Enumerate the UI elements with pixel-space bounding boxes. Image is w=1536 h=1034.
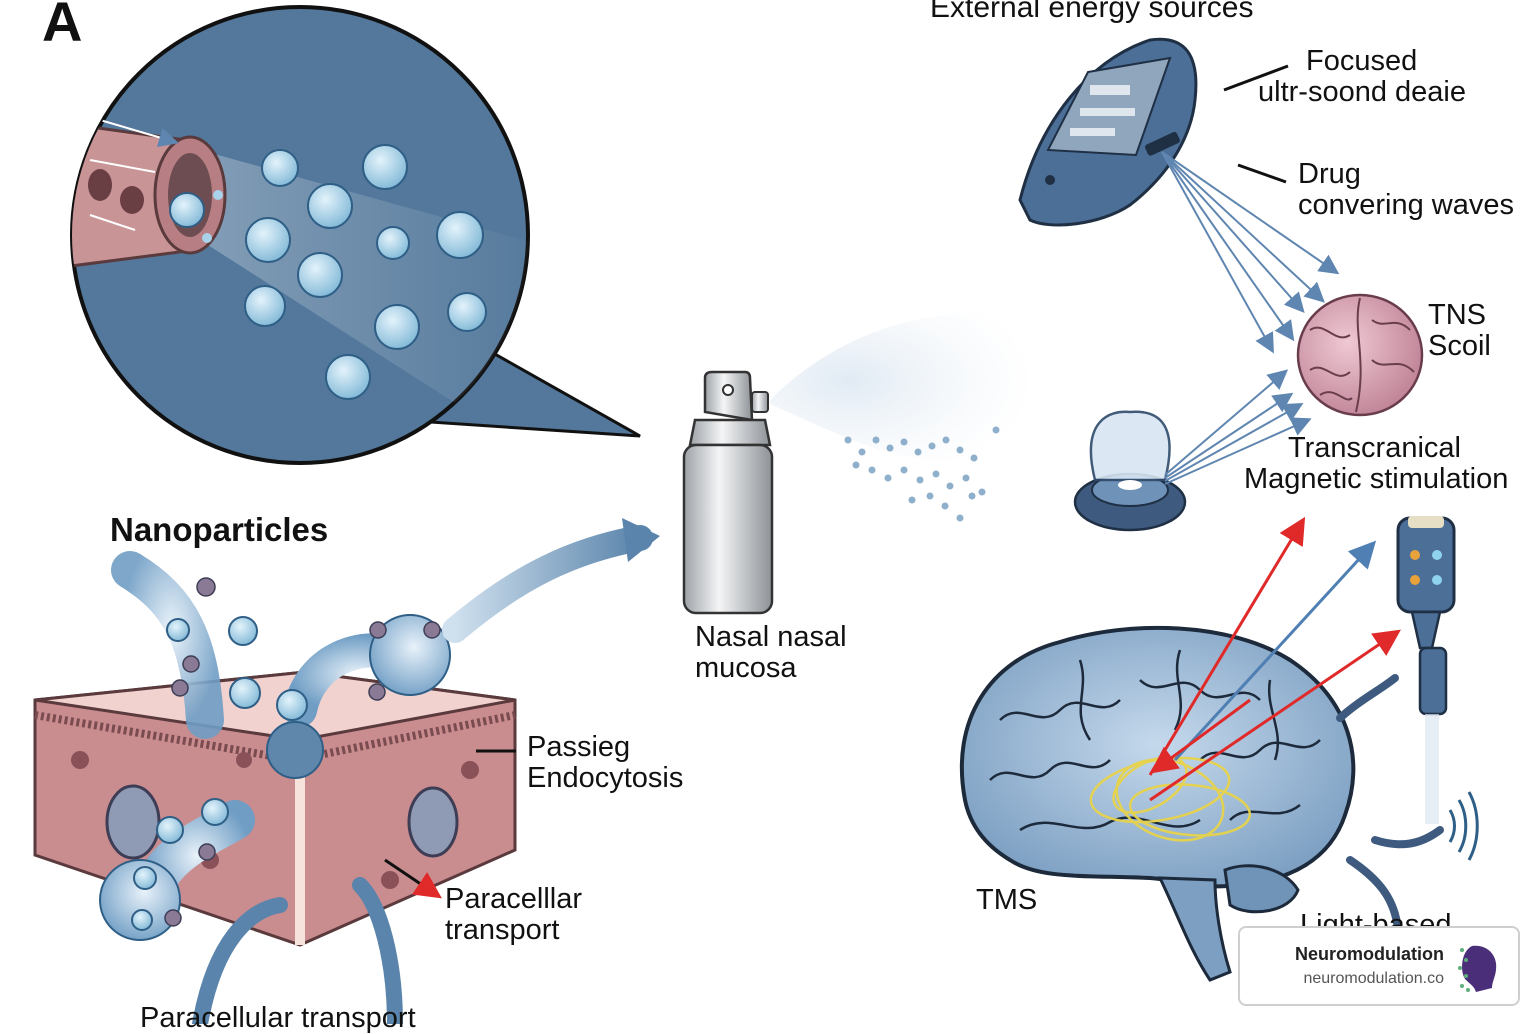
ultrasound-device xyxy=(1018,37,1198,227)
tns-brain xyxy=(1296,293,1424,417)
mist-droplet xyxy=(962,474,970,482)
pointer-line-paracellular xyxy=(384,858,442,899)
tns-label: TNS Scoil xyxy=(1428,299,1491,363)
nasal-mucosa-label: Nasal nasal mucosa xyxy=(695,621,847,685)
endocytosis-label-line2: Endocytosis xyxy=(527,762,684,795)
mist-droplet xyxy=(868,466,876,474)
paracellular-label: Paracelllar transport xyxy=(445,883,582,947)
mist-droplet xyxy=(916,476,924,484)
nasal-spray-bottle xyxy=(682,370,774,615)
pointer-line-waves xyxy=(1237,163,1287,184)
nasal-label-line1: Nasal nasal xyxy=(695,621,847,653)
nanoparticles-title: Nanoparticles xyxy=(110,511,329,548)
spray-mist xyxy=(770,313,1035,462)
stimulation-arrows xyxy=(1148,516,1401,802)
mist-droplet xyxy=(968,492,976,500)
waves-label: Drug convering waves xyxy=(1298,158,1514,222)
endocytosis-label: Passieg Endocytosis xyxy=(527,731,684,795)
waves-label-line2: convering waves xyxy=(1298,189,1514,222)
paracellular-transport-bottom-label: Paracellular transport xyxy=(140,1002,416,1034)
mist-droplet xyxy=(992,426,1000,434)
mist-droplets xyxy=(844,426,1000,522)
ultrasound-label: Focused ultr-soond deaie xyxy=(1258,45,1466,109)
mist-droplet xyxy=(872,436,880,444)
paracellular-label-line1: Paracelllar xyxy=(445,883,582,915)
ultrasound-beams xyxy=(1161,151,1340,354)
endocytosis-label-line1: Passieg xyxy=(527,731,631,763)
mist-droplet xyxy=(978,488,986,496)
mist-droplet xyxy=(908,496,916,504)
mist-droplet xyxy=(941,502,949,510)
mist-droplet xyxy=(900,438,908,446)
brain-tms-label: TMS xyxy=(976,884,1038,916)
mist-droplet xyxy=(946,482,954,490)
tms-label-line2: Magnetic stimulation xyxy=(1244,463,1509,496)
mist-droplet xyxy=(928,442,936,450)
magnified-view-bubble xyxy=(70,5,641,465)
mist-droplet xyxy=(886,444,894,452)
tns-label-line2: Scoil xyxy=(1428,330,1491,363)
watermark-url: neuromodulation.co xyxy=(1303,970,1444,987)
light-waves-icon xyxy=(1448,791,1479,861)
tms-label-line1: Transcranical xyxy=(1288,432,1461,464)
mist-droplet xyxy=(884,474,892,482)
mist-droplet xyxy=(932,470,940,478)
watermark-name: Neuromodulation xyxy=(1295,944,1444,964)
magnetic-coil-device xyxy=(1073,410,1187,532)
curved-arrows xyxy=(1336,674,1444,934)
tms-label: Transcranical Magnetic stimulation xyxy=(1244,432,1509,496)
mist-droplet xyxy=(900,466,908,474)
mist-droplet xyxy=(926,492,934,500)
nasal-label-line2: mucosa xyxy=(695,652,797,685)
epithelium-tissue xyxy=(33,551,517,1024)
mist-droplet xyxy=(858,448,866,456)
mist-droplet xyxy=(852,461,860,469)
tns-label-line1: TNS xyxy=(1428,299,1486,331)
ultrasound-label-line2: ultr-soond deaie xyxy=(1258,76,1466,109)
ultrasound-label-line1: Focused xyxy=(1306,45,1418,77)
mist-droplet xyxy=(844,436,852,444)
vessel-tube xyxy=(72,118,227,272)
mist-droplet xyxy=(956,446,964,454)
light-probe-device xyxy=(1396,516,1456,824)
mist-droplet xyxy=(956,514,964,522)
waves-label-line1: Drug xyxy=(1298,158,1361,190)
pointer-line-ultrasound xyxy=(1223,64,1289,92)
external-energy-title: External energy sources xyxy=(930,0,1254,24)
paracellular-label-line2: transport xyxy=(445,914,560,947)
panel-label: A xyxy=(42,0,83,53)
magnetic-field-lines xyxy=(1164,369,1312,485)
mist-droplet xyxy=(914,448,922,456)
brain-head-logo-icon xyxy=(1458,945,1497,992)
mist-droplet xyxy=(942,436,950,444)
flow-arrow xyxy=(442,525,653,643)
watermark-badge[interactable]: Neuromodulation neuromodulation.co xyxy=(1238,926,1520,1006)
nanoparticle-cluster xyxy=(244,144,487,400)
mist-droplet xyxy=(970,454,978,462)
